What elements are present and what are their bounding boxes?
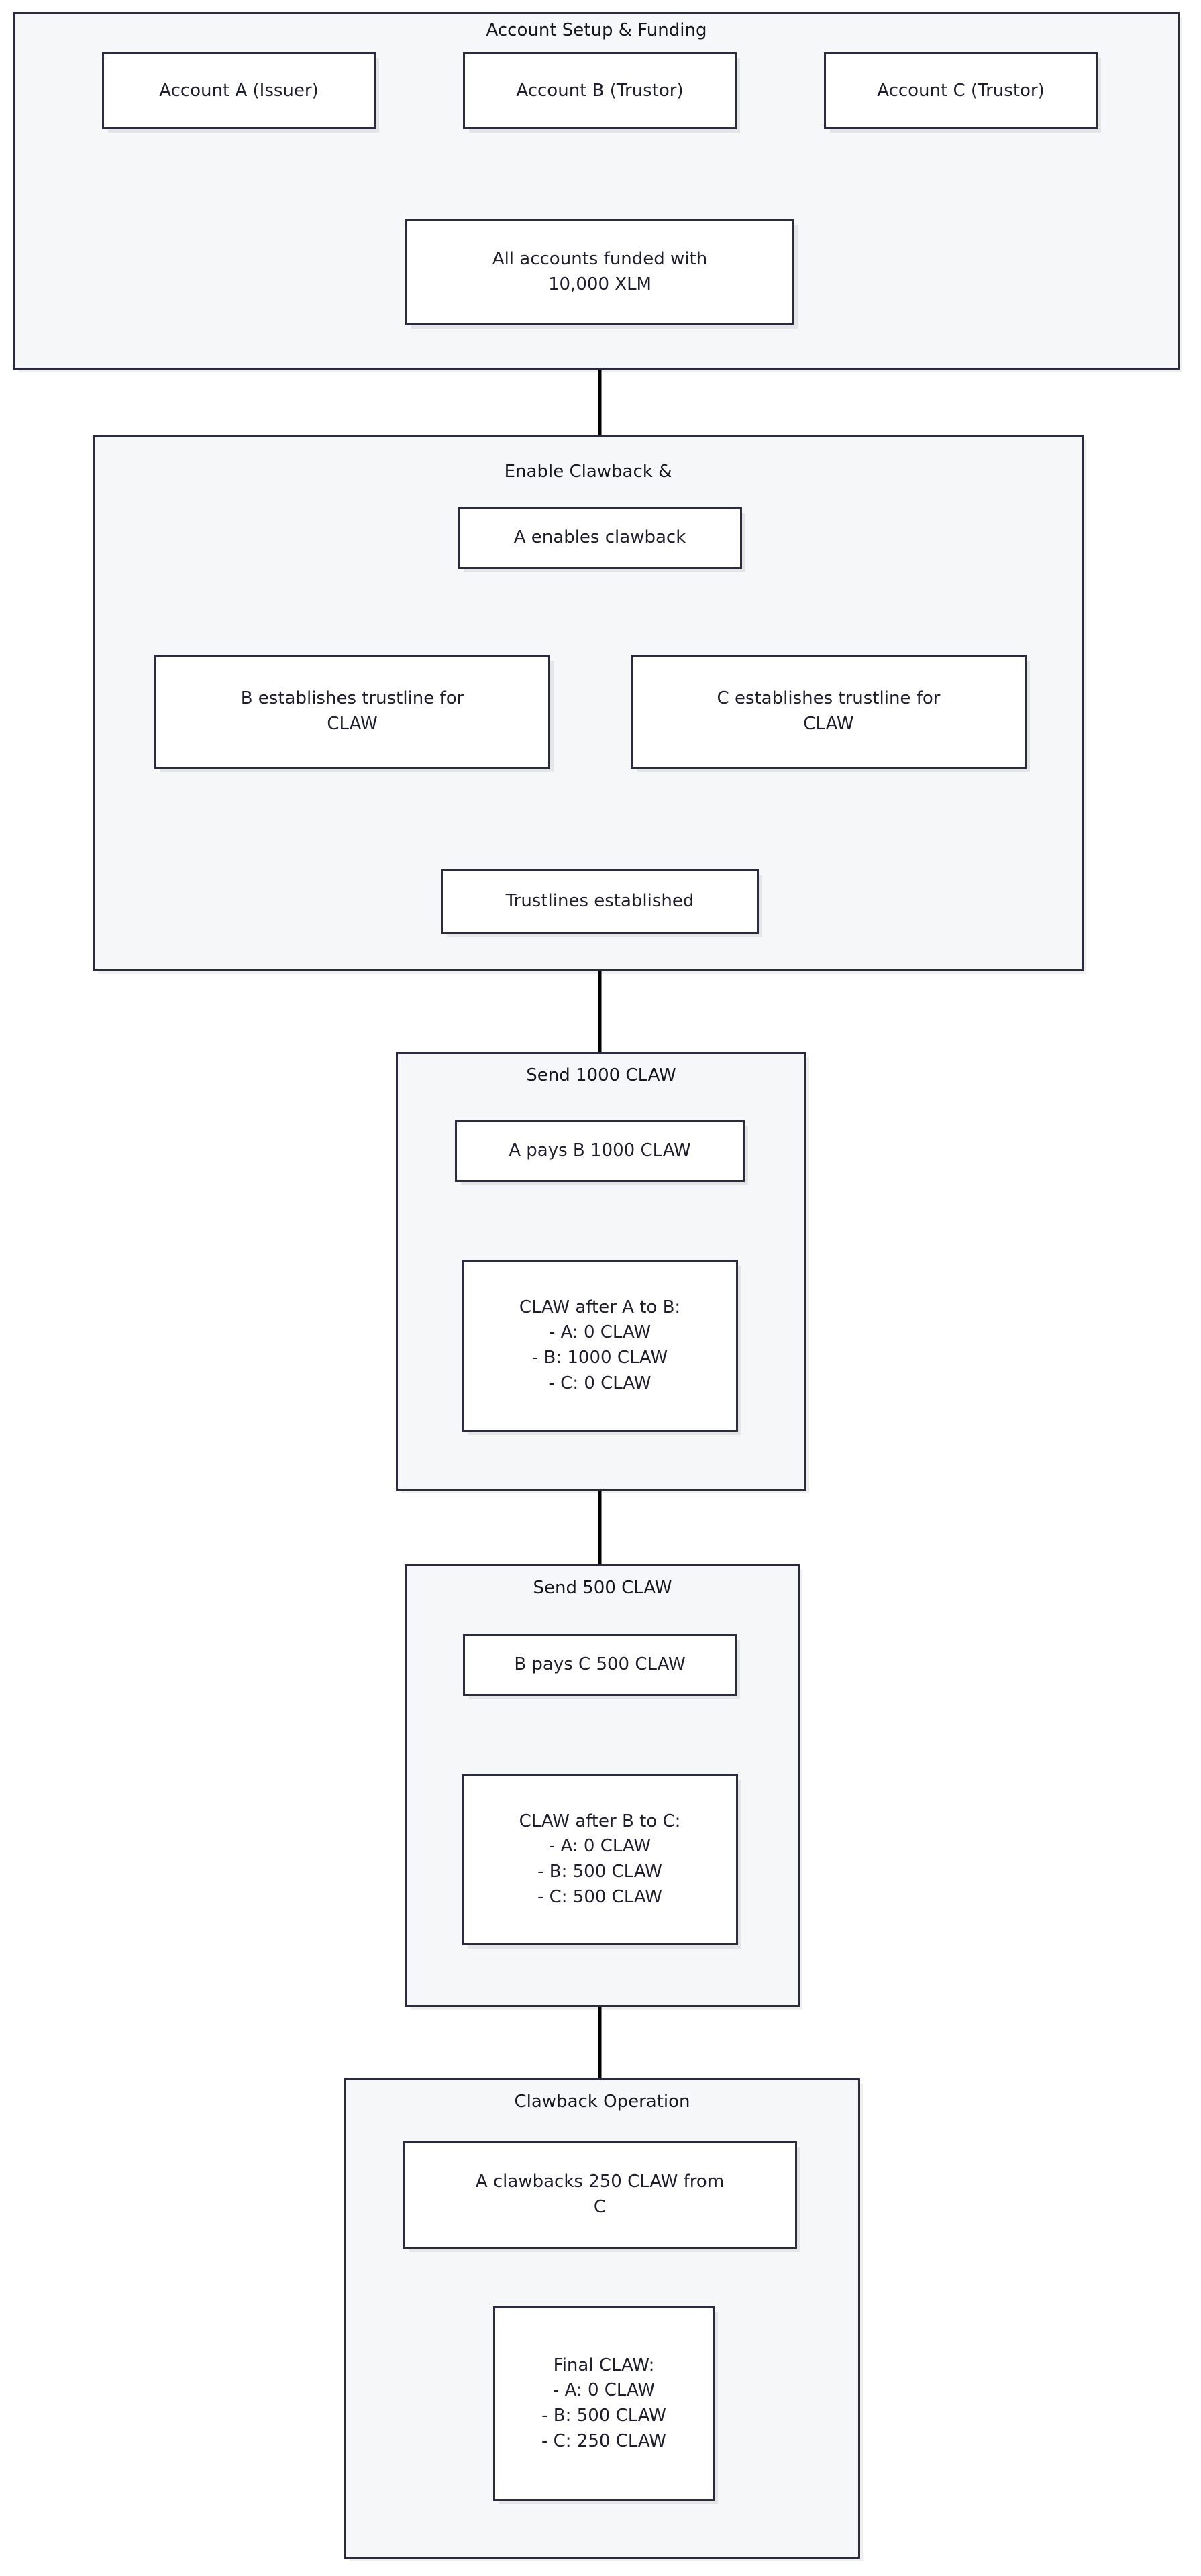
cluster-title-enable-clawback: Enable Clawback &: [504, 462, 672, 482]
cluster-title-send-1000-claw: Send 1000 CLAW: [526, 1065, 676, 1085]
node-a-enables-clawback-label: A enables clawback: [513, 527, 686, 548]
node-b-pays-c-500-label: B pays C 500 CLAW: [514, 1654, 686, 1675]
node-account-b-label: Account B (Trustor): [516, 80, 684, 101]
node-balance-after-a-to-b-label: CLAW after A to B: - A: 0 CLAW - B: 1000…: [519, 1297, 681, 1393]
node-trustlines-established-label: Trustlines established: [505, 891, 694, 912]
node-balance-after-b-to-c-label: CLAW after B to C: - A: 0 CLAW - B: 500 …: [519, 1811, 681, 1907]
cluster-title-account-setup: Account Setup & Funding: [486, 20, 707, 40]
node-account-b[interactable]: Account B (Trustor): [463, 52, 737, 129]
node-a-clawbacks-250[interactable]: A clawbacks 250 CLAW from C: [403, 2141, 797, 2249]
cluster-title-clawback-operation: Clawback Operation: [514, 2092, 690, 2112]
node-all-accounts-funded-label: All accounts funded with 10,000 XLM: [492, 249, 708, 294]
node-final-claw-balance[interactable]: Final CLAW: - A: 0 CLAW - B: 500 CLAW - …: [493, 2306, 715, 2501]
node-balance-after-b-to-c[interactable]: CLAW after B to C: - A: 0 CLAW - B: 500 …: [462, 1774, 738, 1945]
node-balance-after-a-to-b[interactable]: CLAW after A to B: - A: 0 CLAW - B: 1000…: [462, 1260, 738, 1432]
node-a-enables-clawback[interactable]: A enables clawback: [458, 507, 742, 569]
node-b-pays-c-500[interactable]: B pays C 500 CLAW: [463, 1634, 737, 1696]
node-account-a[interactable]: Account A (Issuer): [102, 52, 376, 129]
node-final-claw-balance-label: Final CLAW: - A: 0 CLAW - B: 500 CLAW - …: [541, 2355, 667, 2451]
node-account-a-label: Account A (Issuer): [159, 80, 319, 101]
node-a-pays-b-1000[interactable]: A pays B 1000 CLAW: [455, 1120, 745, 1182]
node-account-c-label: Account C (Trustor): [877, 80, 1045, 101]
node-account-c[interactable]: Account C (Trustor): [824, 52, 1098, 129]
node-c-establishes-trustline-label: C establishes trustline for CLAW: [717, 688, 941, 734]
node-a-clawbacks-250-label: A clawbacks 250 CLAW from C: [475, 2171, 725, 2217]
cluster-title-send-500-claw: Send 500 CLAW: [533, 1578, 672, 1598]
node-trustlines-established[interactable]: Trustlines established: [441, 869, 759, 934]
node-b-establishes-trustline-label: B establishes trustline for CLAW: [240, 688, 464, 734]
node-a-pays-b-1000-label: A pays B 1000 CLAW: [509, 1140, 691, 1161]
node-b-establishes-trustline[interactable]: B establishes trustline for CLAW: [154, 655, 550, 769]
node-c-establishes-trustline[interactable]: C establishes trustline for CLAW: [631, 655, 1027, 769]
node-all-accounts-funded[interactable]: All accounts funded with 10,000 XLM: [405, 219, 794, 325]
